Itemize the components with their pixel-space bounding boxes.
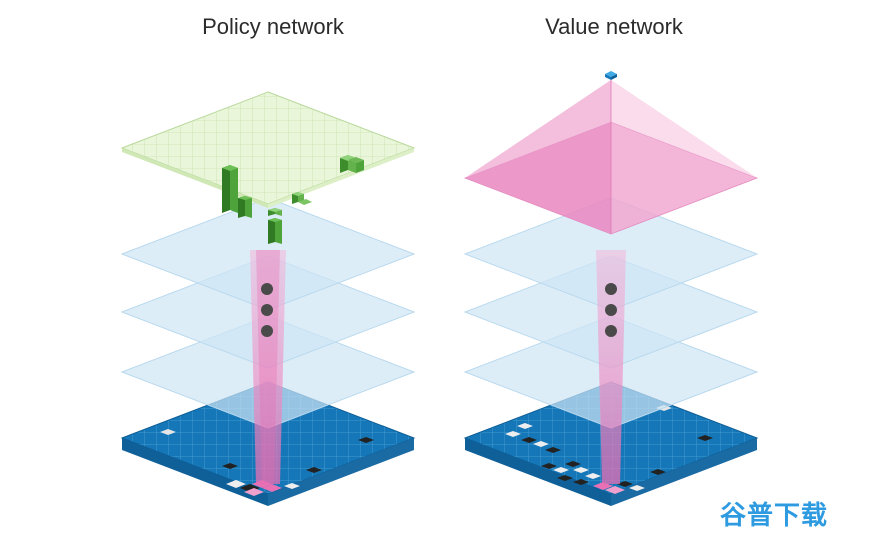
- black-stone: [573, 479, 589, 485]
- ellipsis-dot: [261, 283, 273, 295]
- black-stone: [617, 481, 633, 487]
- probability-bar: [238, 196, 252, 218]
- policy-output-board: [120, 91, 416, 244]
- ellipsis-dot: [605, 304, 617, 316]
- black-stone: [358, 437, 374, 443]
- probability-bar: [268, 218, 282, 244]
- probability-bar: [222, 165, 238, 213]
- white-stone: [505, 431, 521, 437]
- probability-bar: [340, 155, 364, 173]
- black-stone: [222, 463, 238, 469]
- value-pyramid: [463, 80, 759, 235]
- probability-bar: [292, 192, 312, 205]
- ellipsis-dot: [605, 283, 617, 295]
- value-network-title: Value network: [545, 14, 683, 39]
- white-stone: [284, 483, 300, 489]
- highlight-cell: [605, 486, 625, 494]
- value-network: [463, 71, 759, 506]
- white-stone: [160, 429, 176, 435]
- black-stone: [557, 475, 573, 481]
- black-stone: [545, 447, 561, 453]
- black-stone: [521, 437, 537, 443]
- highlight-cell: [262, 484, 282, 492]
- ellipsis-dot: [261, 325, 273, 337]
- black-stone: [650, 469, 666, 475]
- highlight-cell: [244, 488, 264, 496]
- probability-bar: [268, 208, 282, 216]
- white-stone: [226, 480, 246, 488]
- value-funnel: [596, 250, 626, 484]
- ellipsis-dot: [261, 304, 273, 316]
- white-stone: [629, 485, 645, 491]
- watermark-logo: 谷普下载: [719, 501, 828, 531]
- black-stone: [565, 461, 581, 467]
- policy-network: [120, 91, 416, 506]
- policy-network-title: Policy network: [202, 14, 344, 39]
- value-output-node: [605, 71, 617, 80]
- ellipsis-dot: [605, 325, 617, 337]
- white-stone: [573, 467, 589, 473]
- white-stone: [585, 473, 601, 479]
- white-stone: [517, 423, 533, 429]
- black-stone: [306, 467, 322, 473]
- white-stone: [553, 467, 569, 473]
- black-stone: [697, 435, 713, 441]
- white-stone: [533, 441, 549, 447]
- black-stone: [541, 463, 557, 469]
